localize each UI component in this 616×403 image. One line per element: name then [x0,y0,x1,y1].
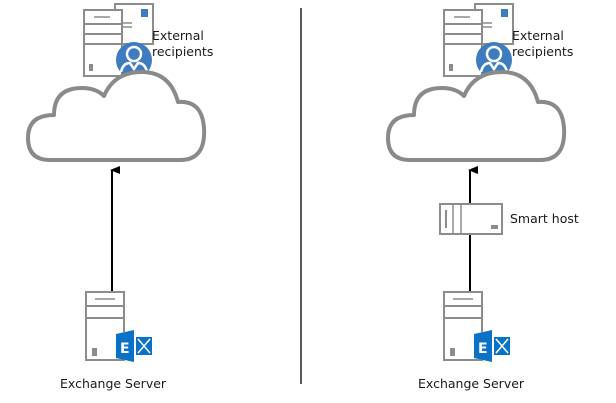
left-recipients-label-line1: External [152,28,204,43]
smart-host-label: Smart host [510,211,579,226]
smart-host-icon [439,203,503,235]
right-recipients-label: External recipients [512,28,573,60]
right-recipients-label-line2: recipients [512,44,574,59]
left-exchange-server-label: Exchange Server [60,376,167,391]
right-internet-cloud-icon [386,70,567,162]
left-recipients-label: External recipients [152,28,213,60]
left-recipients-label-line2: recipients [152,44,214,59]
left-exchange-server-icon [85,291,154,363]
right-recipients-server-icon [442,2,515,80]
right-exchange-server-label: Exchange Server [418,376,525,391]
right-recipients-label-line1: External [512,28,564,43]
left-recipients-server-icon [82,2,155,80]
left-internet-cloud-icon [26,70,207,162]
right-exchange-server-icon [443,291,512,363]
